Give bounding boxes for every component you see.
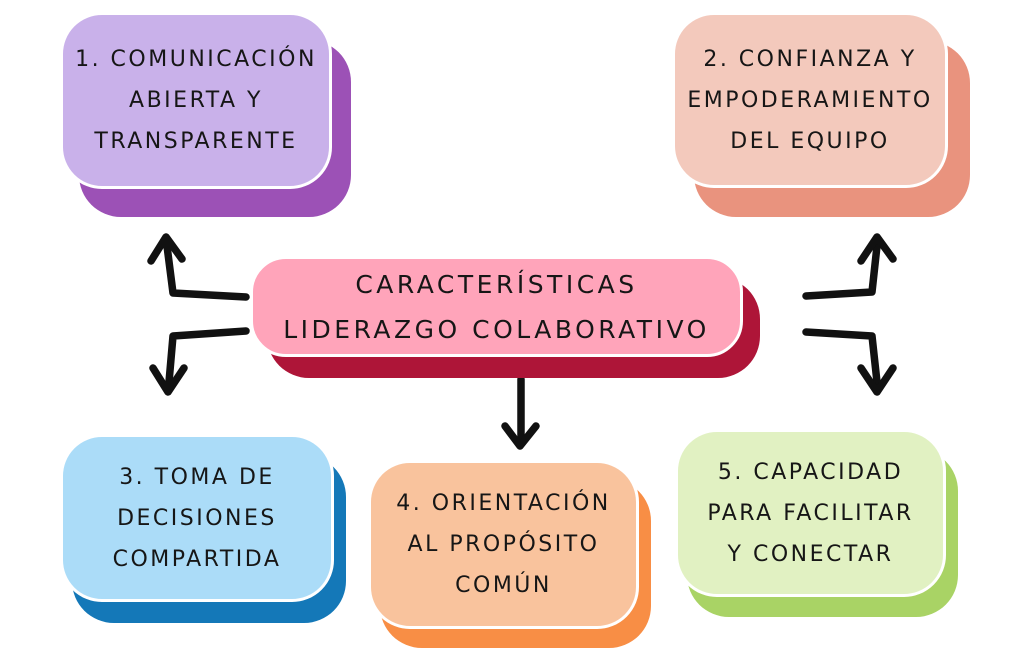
- card-face: 5. CAPACIDAD PARA FACILITAR Y CONECTAR: [675, 429, 946, 597]
- card-face: 3. TOMA DE DECISIONES COMPARTIDA: [60, 434, 334, 602]
- card-text-line: 1. COMUNICACIÓN: [75, 47, 317, 72]
- card-text-line: 2. CONFIANZA Y: [703, 46, 917, 72]
- card-face: 1. COMUNICACIÓN ABIERTA Y TRANSPARENTE: [60, 12, 332, 189]
- card-text-line: TRANSPARENTE: [94, 129, 298, 154]
- card-text-line: COMÚN: [455, 573, 552, 598]
- card-text-line: DECISIONES: [117, 505, 277, 531]
- node-card-facilitar: 5. CAPACIDAD PARA FACILITAR Y CONECTAR: [675, 429, 958, 617]
- card-text-line: AL PROPÓSITO: [407, 532, 600, 557]
- node-card-confianza: 2. CONFIANZA Y EMPODERAMIENTO DEL EQUIPO: [672, 12, 970, 217]
- card-text-line: 5. CAPACIDAD: [717, 459, 904, 485]
- card-text-line: PARA FACILITAR: [707, 500, 914, 526]
- arrow-center-to-node-5: [802, 328, 897, 396]
- arrow-center-to-node-1: [147, 233, 250, 301]
- node-card-decisiones: 3. TOMA DE DECISIONES COMPARTIDA: [60, 434, 346, 623]
- diagram-title-line: CARACTERÍSTICAS: [355, 269, 638, 299]
- arrow-center-to-node-4: [501, 375, 540, 450]
- card-text-line: Y CONECTAR: [727, 541, 894, 567]
- card-text-line: 4. ORIENTACIÓN: [396, 491, 611, 516]
- card-face: 2. CONFIANZA Y EMPODERAMIENTO DEL EQUIPO: [672, 12, 948, 188]
- arrow-center-to-node-3: [149, 327, 250, 396]
- card-face: CARACTERÍSTICAS LIDERAZGO COLABORATIVO: [250, 256, 743, 357]
- card-text-line: EMPODERAMIENTO: [687, 87, 933, 113]
- card-text-line: ABIERTA Y: [129, 88, 263, 113]
- card-text-line: 3. TOMA DE: [119, 464, 275, 490]
- card-face: 4. ORIENTACIÓN AL PROPÓSITO COMÚN: [368, 460, 639, 629]
- arrow-center-to-node-2: [802, 233, 897, 300]
- node-card-proposito: 4. ORIENTACIÓN AL PROPÓSITO COMÚN: [368, 460, 651, 648]
- node-card-comunicacion: 1. COMUNICACIÓN ABIERTA Y TRANSPARENTE: [60, 12, 351, 217]
- card-text-line: COMPARTIDA: [112, 546, 282, 572]
- card-text-line: DEL EQUIPO: [730, 128, 890, 154]
- diagram-title-line: LIDERAZGO COLABORATIVO: [283, 314, 710, 344]
- node-card-title: CARACTERÍSTICAS LIDERAZGO COLABORATIVO: [250, 256, 760, 378]
